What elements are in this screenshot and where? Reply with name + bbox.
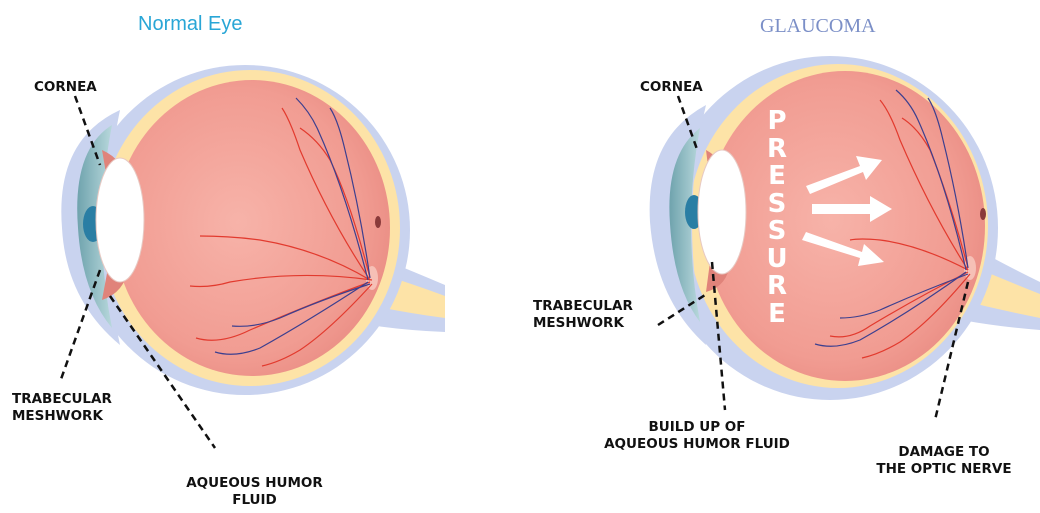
pressure-letter: E (762, 163, 792, 191)
eye-interior (705, 71, 985, 381)
pressure-letter: R (762, 136, 792, 164)
fovea (980, 208, 986, 220)
normal-cornea-label: CORNEA (34, 79, 97, 96)
lens (96, 158, 144, 282)
pressure-letter: U (762, 246, 792, 274)
normal-aqueous-label-line1: AQUEOUS HUMOR (172, 475, 337, 492)
glaucoma-trabecular-label: TRABECULAR MESHWORK (533, 298, 633, 332)
lens (698, 150, 746, 274)
glaucoma-damage-label-line2: THE OPTIC NERVE (858, 461, 1030, 478)
pressure-letter: S (762, 218, 792, 246)
pressure-letter: S (762, 191, 792, 219)
glaucoma-cornea-label: CORNEA (640, 79, 703, 96)
glaucoma-eye-illustration (650, 56, 1040, 400)
pressure-letter: R (762, 273, 792, 301)
glaucoma-title: GLAUCOMA (760, 14, 876, 38)
normal-eye-title: Normal Eye (138, 12, 242, 36)
glaucoma-buildup-label-line2: AQUEOUS HUMOR FLUID (584, 436, 810, 453)
glaucoma-buildup-label-line1: BUILD UP OF (584, 419, 810, 436)
normal-aqueous-label-line2: FLUID (172, 492, 337, 509)
eye-interior (114, 80, 390, 376)
normal-aqueous-label: AQUEOUS HUMOR FLUID (172, 475, 337, 509)
normal-trabecular-label-line1: TRABECULAR (12, 391, 112, 408)
pressure-letter: P (762, 108, 792, 136)
pressure-letter: E (762, 301, 792, 329)
normal-trabecular-label: TRABECULAR MESHWORK (12, 391, 112, 425)
glaucoma-damage-label: DAMAGE TO THE OPTIC NERVE (858, 444, 1030, 478)
glaucoma-buildup-label: BUILD UP OF AQUEOUS HUMOR FLUID (584, 419, 810, 453)
glaucoma-trabecular-label-line1: TRABECULAR (533, 298, 633, 315)
fovea (375, 216, 381, 228)
normal-trabecular-label-line2: MESHWORK (12, 408, 112, 425)
glaucoma-damage-label-line1: DAMAGE TO (858, 444, 1030, 461)
normal-eye-illustration (61, 65, 445, 395)
glaucoma-trabecular-label-line2: MESHWORK (533, 315, 633, 332)
pressure-label: P R E S S U R E (762, 108, 792, 328)
